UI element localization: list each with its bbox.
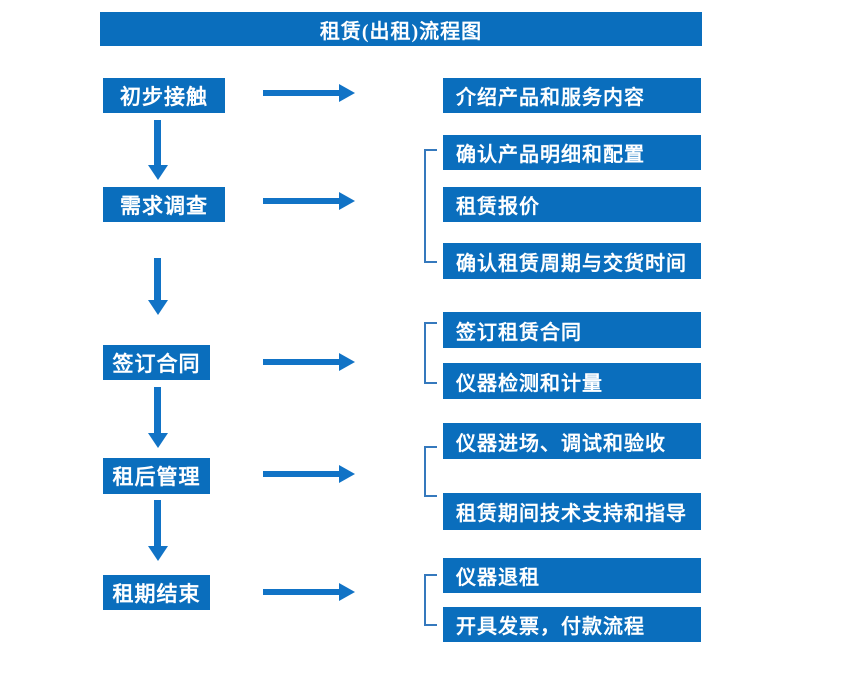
detail-instrument-arrival-debug-acceptance: 仪器进场、调试和验收 — [443, 423, 701, 459]
detail-invoice-payment-process: 开具发票，付款流程 — [443, 607, 701, 642]
right-arrow-icon — [263, 471, 339, 477]
down-arrow-icon — [154, 120, 161, 165]
right-arrow-icon — [263, 90, 339, 96]
down-arrow-icon — [154, 258, 161, 300]
step-post-rental-management: 租后管理 — [103, 458, 210, 494]
right-arrow-icon — [263, 198, 339, 204]
step-rental-period-end: 租期结束 — [103, 575, 210, 610]
down-arrow-icon — [154, 500, 161, 546]
page-title: 租赁(出租)流程图 — [100, 12, 702, 46]
right-arrow-icon — [263, 359, 339, 365]
step-initial-contact: 初步接触 — [103, 78, 225, 113]
detail-instrument-return: 仪器退租 — [443, 558, 701, 593]
bracket-connector — [424, 446, 437, 497]
step-sign-contract: 签订合同 — [103, 345, 210, 380]
step-demand-survey: 需求调查 — [103, 187, 225, 222]
bracket-connector — [424, 149, 437, 263]
detail-confirm-rental-period-delivery: 确认租赁周期与交货时间 — [443, 243, 701, 279]
bracket-connector — [424, 574, 437, 626]
right-arrow-icon — [263, 589, 339, 595]
down-arrow-icon — [154, 387, 161, 433]
detail-sign-rental-contract: 签订租赁合同 — [443, 312, 701, 348]
detail-confirm-product-details-config: 确认产品明细和配置 — [443, 135, 701, 170]
detail-rental-quotation: 租赁报价 — [443, 187, 701, 222]
detail-introduce-products-services: 介绍产品和服务内容 — [443, 78, 701, 113]
bracket-connector — [424, 322, 437, 384]
detail-instrument-testing-measurement: 仪器检测和计量 — [443, 363, 701, 399]
detail-rental-technical-support: 租赁期间技术支持和指导 — [443, 493, 701, 530]
